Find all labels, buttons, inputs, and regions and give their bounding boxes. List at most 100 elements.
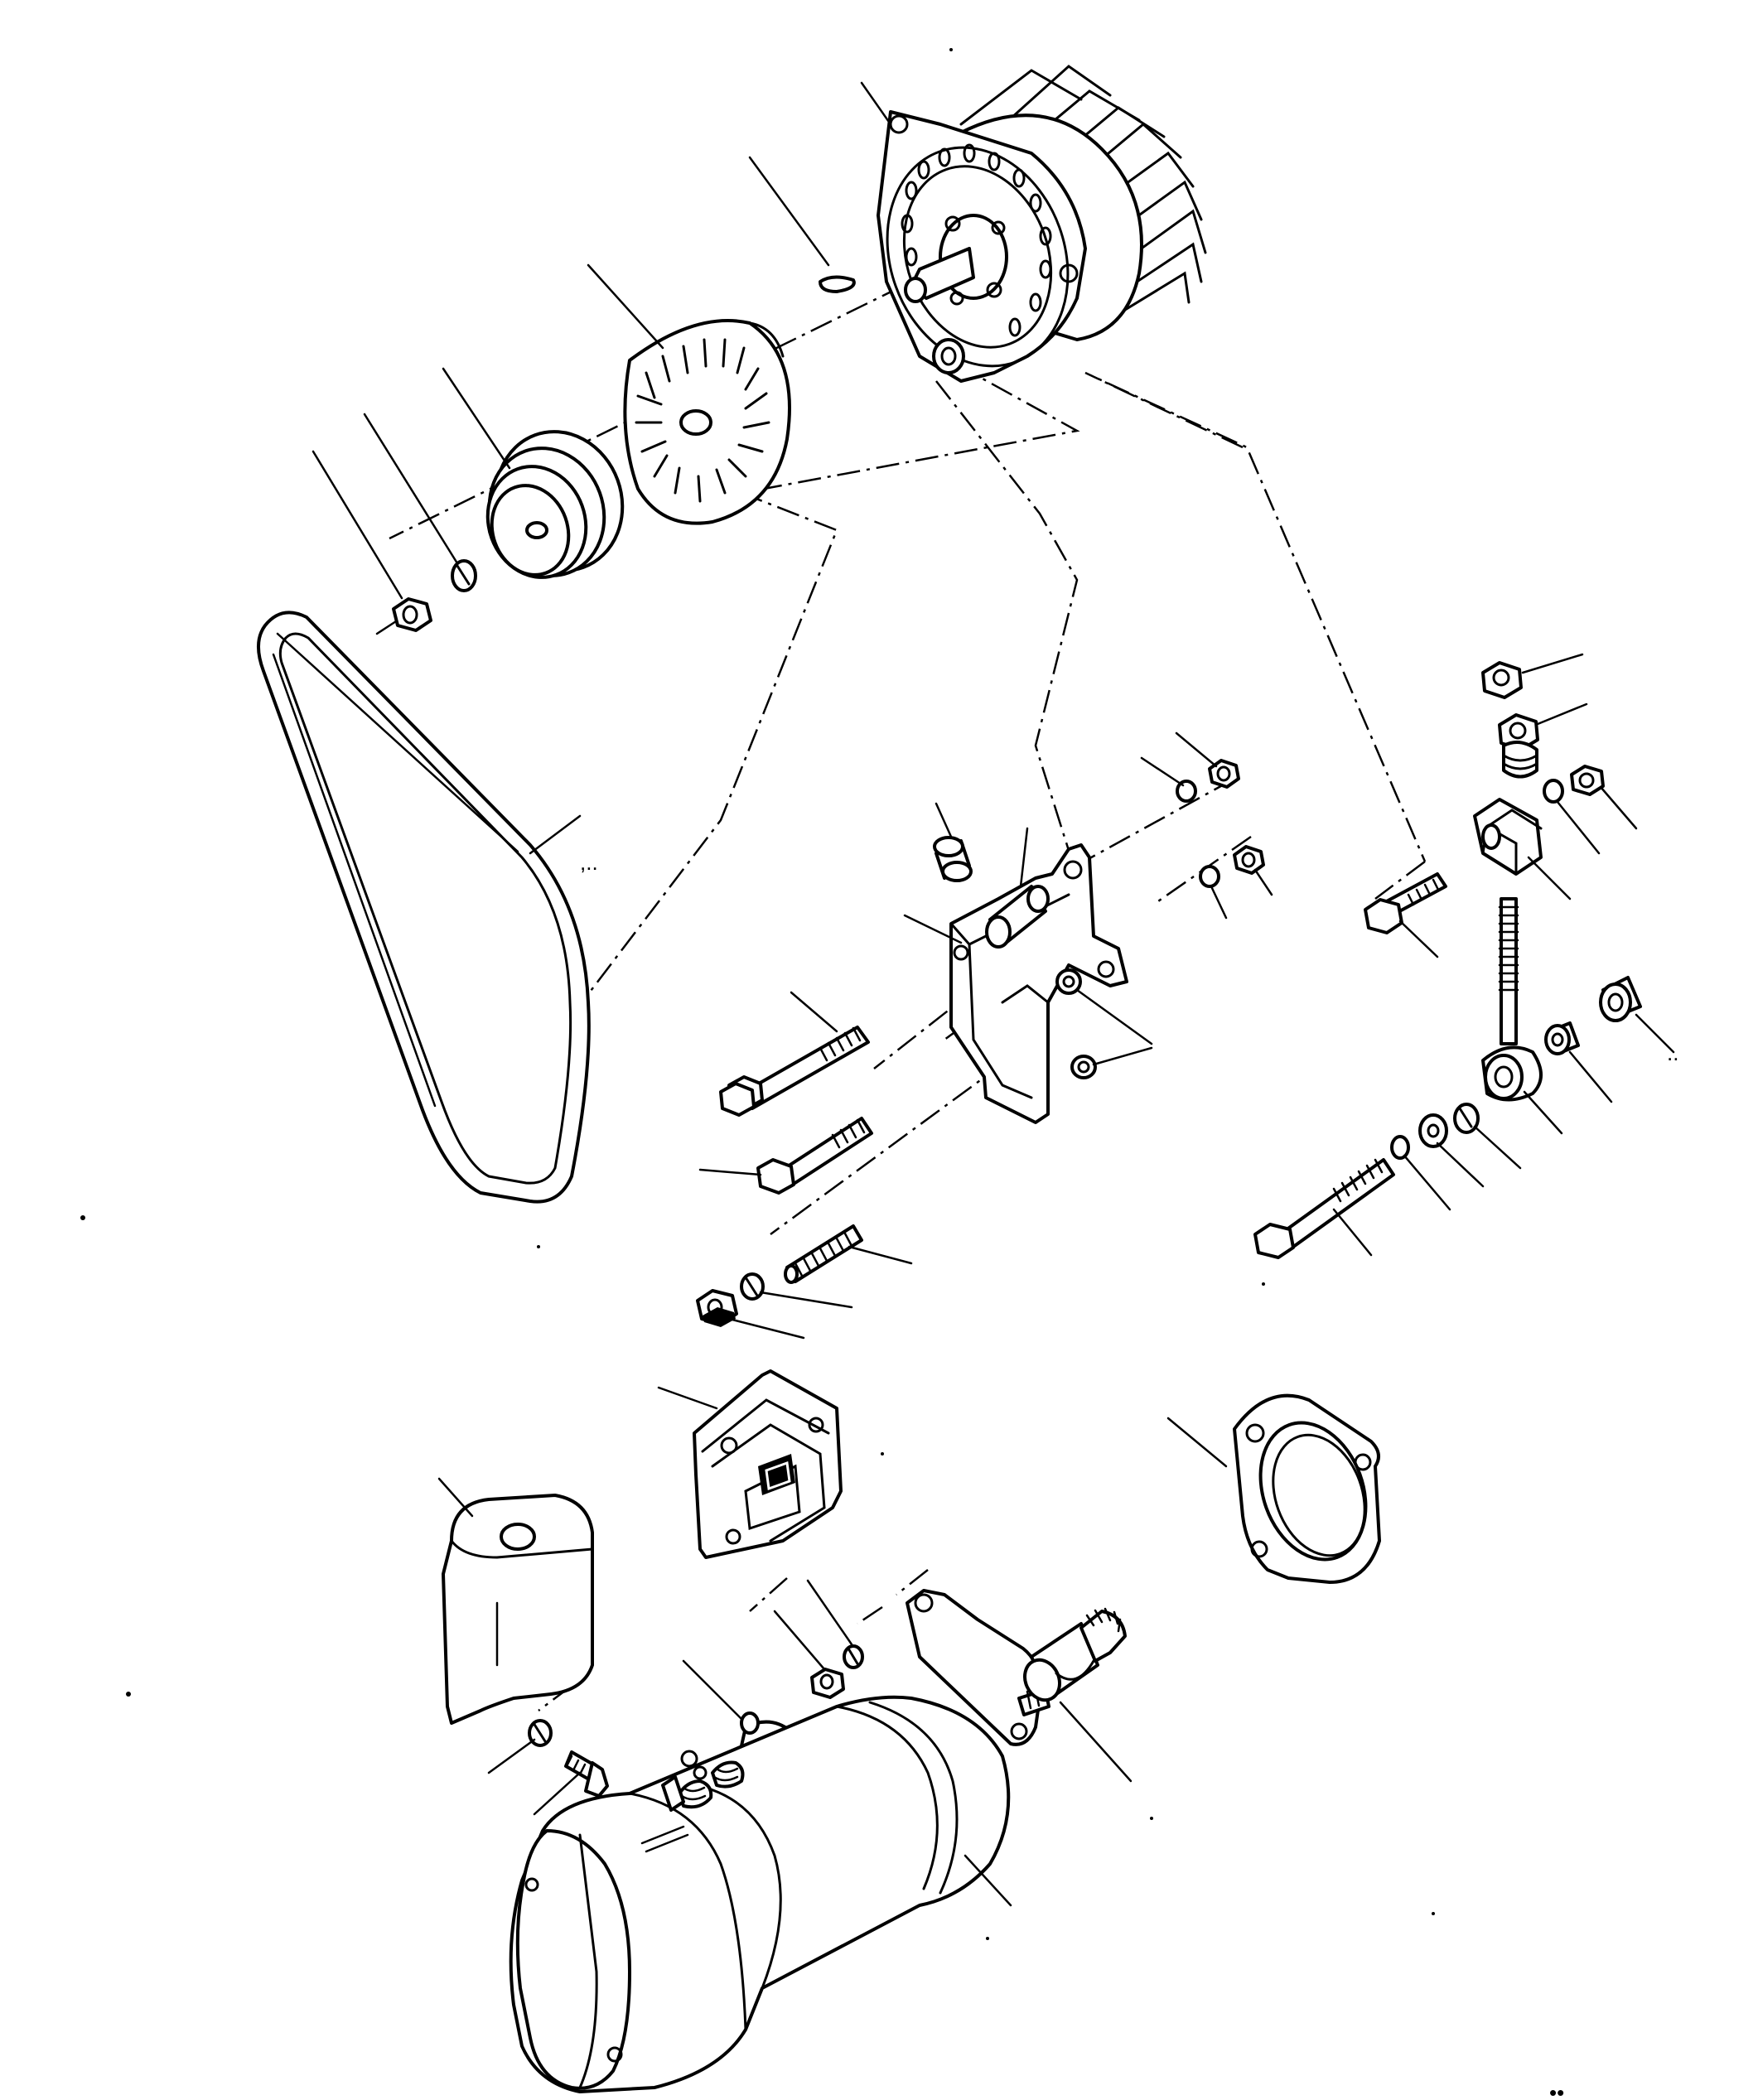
lock-washer-stud bbox=[740, 1272, 765, 1301]
flange-gasket bbox=[1233, 1393, 1381, 1584]
lock-washer-bracket-lower bbox=[1199, 865, 1220, 888]
leader-adjusting-rod bbox=[1523, 1090, 1563, 1135]
nut-starter bbox=[810, 1668, 845, 1699]
speck-3 bbox=[949, 48, 953, 51]
leader-relay-cover bbox=[437, 1477, 474, 1518]
nut-bracket-lower bbox=[1233, 845, 1265, 875]
leader-spacer-bracket-side bbox=[1075, 988, 1153, 1045]
leader-lock-washer-adjuster bbox=[1556, 800, 1601, 855]
alternator-mounting-ear bbox=[932, 338, 965, 374]
bolt-right-long bbox=[1253, 1158, 1395, 1259]
leader-spacer-bracket-side-2 bbox=[1092, 1046, 1153, 1066]
leader-lock-washer-stud bbox=[759, 1291, 853, 1309]
stud bbox=[784, 1224, 863, 1284]
leader-spacer-bracket bbox=[935, 802, 953, 838]
leader-nut-pulley bbox=[312, 450, 403, 600]
spring-adjuster bbox=[1502, 741, 1538, 779]
adjusting-rod bbox=[1481, 897, 1543, 1102]
nut-stud bbox=[696, 1289, 738, 1327]
lock-washer-starter bbox=[843, 1644, 864, 1669]
leader-fan bbox=[587, 263, 664, 350]
bolt-tension-block bbox=[1364, 872, 1447, 934]
leader-lock-washer-starter bbox=[806, 1579, 853, 1646]
speck-6 bbox=[986, 1937, 989, 1940]
leader-tension-block bbox=[1527, 856, 1572, 900]
nut-adjuster-side bbox=[1570, 765, 1605, 796]
leader-spacer-right-large bbox=[1635, 1013, 1675, 1054]
leader-bracket-sleeve bbox=[1019, 827, 1029, 888]
speck-5 bbox=[1150, 1817, 1153, 1820]
speck-8 bbox=[1432, 1912, 1435, 1915]
tension-block bbox=[1473, 798, 1543, 876]
leader-v-belt bbox=[529, 814, 582, 855]
leader-mounting-bracket bbox=[903, 914, 963, 944]
leader-nut-adjuster-collar bbox=[1536, 702, 1588, 726]
spacer-right-small bbox=[1544, 1021, 1580, 1055]
regulator-plate bbox=[693, 1369, 843, 1559]
spacer-right-large bbox=[1599, 976, 1642, 1022]
lock-washer-bracket-upper bbox=[1176, 780, 1197, 803]
spacer-bracket bbox=[933, 836, 973, 882]
leader-stud bbox=[848, 1245, 913, 1265]
nut-pulley bbox=[392, 597, 432, 632]
lock-washer-right bbox=[1453, 1103, 1480, 1134]
leader-lock-washer-relay bbox=[487, 1738, 536, 1774]
fan-blades bbox=[635, 338, 770, 503]
speck-7 bbox=[1262, 1282, 1265, 1286]
leader-bolt-bracket-medium bbox=[698, 1168, 762, 1176]
page-mark-belt: ,.. bbox=[580, 850, 598, 875]
leader-nut-adjuster-side bbox=[1599, 785, 1638, 830]
leader-key bbox=[748, 156, 830, 267]
leader-lock-washer-right bbox=[1473, 1125, 1522, 1170]
leader-pulley bbox=[442, 367, 511, 470]
leader-lock-washer-pulley bbox=[363, 413, 459, 565]
flat-washer-right bbox=[1418, 1113, 1448, 1148]
leader-nut-pulley-2 bbox=[375, 620, 398, 635]
pinion-drive bbox=[1023, 1607, 1127, 1702]
page-mark-bottom: •• bbox=[1549, 2080, 1564, 2100]
leader-lock-washer-right-2 bbox=[1403, 1154, 1451, 1211]
bolt-bracket-long bbox=[719, 1026, 870, 1117]
leader-pinion-drive bbox=[1059, 1701, 1133, 1783]
starter-motor bbox=[509, 1589, 1050, 2093]
leader-starter-motor bbox=[964, 1854, 1012, 1907]
leader-bolt-right-long bbox=[1332, 1208, 1373, 1257]
leader-nut-bracket-upper bbox=[1175, 731, 1218, 768]
leader-bolt-tension-block bbox=[1398, 920, 1439, 958]
leader-spacer-right-small bbox=[1568, 1050, 1613, 1103]
leader-flange-gasket bbox=[1166, 1417, 1228, 1468]
lock-washer-adjuster bbox=[1543, 779, 1564, 804]
speck-2 bbox=[126, 1692, 131, 1697]
starter-end-cap bbox=[515, 1829, 631, 2090]
pulley bbox=[485, 430, 625, 579]
leader-nut-starter bbox=[773, 1610, 826, 1671]
starter-terminals bbox=[661, 1750, 745, 1812]
leader-nut-stud bbox=[727, 1317, 805, 1340]
alternator bbox=[877, 65, 1207, 383]
v-belt bbox=[257, 611, 591, 1204]
mounting-bracket bbox=[949, 843, 1128, 1124]
lock-washer-pulley bbox=[451, 559, 477, 592]
leader-nut-bracket-lower bbox=[1253, 868, 1273, 896]
leader-lock-washer-bracket-upper bbox=[1140, 756, 1185, 787]
leader-regulator-plate bbox=[657, 1386, 718, 1410]
lock-washer-right-2 bbox=[1390, 1135, 1410, 1160]
speck-4 bbox=[881, 1452, 884, 1456]
leader-solenoid-cap bbox=[682, 1659, 743, 1721]
speck-9 bbox=[537, 1245, 540, 1248]
leader-bolt-relay bbox=[533, 1771, 582, 1816]
speck-1 bbox=[80, 1215, 85, 1220]
nut-adjuster-collar bbox=[1498, 713, 1539, 751]
leader-flat-washer-right bbox=[1436, 1142, 1485, 1188]
page-marks: ,.. .. •• bbox=[80, 48, 1678, 2100]
leader-bolt-bracket-long bbox=[790, 991, 838, 1033]
bolt-relay bbox=[564, 1750, 609, 1798]
leader-alternator bbox=[860, 81, 892, 126]
spacer-bracket-side bbox=[1055, 968, 1097, 1079]
leader-nut-adjuster-top bbox=[1521, 653, 1584, 674]
nut-adjuster-top bbox=[1481, 661, 1523, 699]
bolt-bracket-medium bbox=[756, 1117, 873, 1195]
leader-lock-washer-bracket-lower bbox=[1210, 885, 1228, 920]
relay-cover bbox=[442, 1494, 594, 1725]
